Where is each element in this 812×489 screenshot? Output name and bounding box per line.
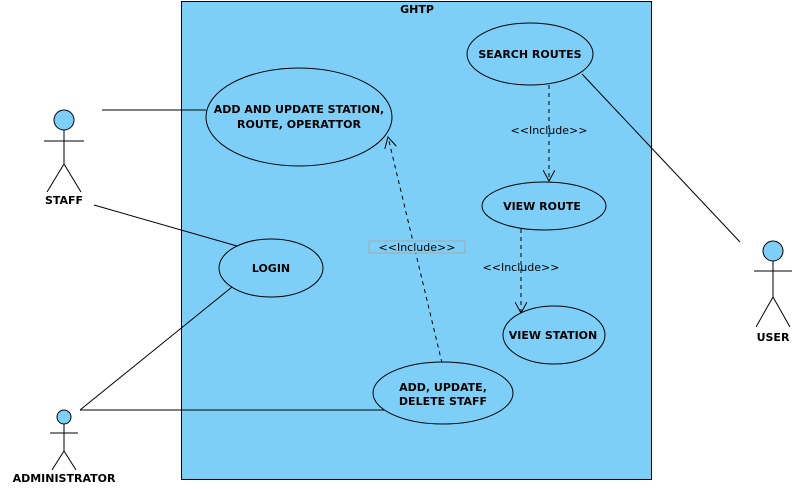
use-case-view-route[interactable]: VIEW ROUTE xyxy=(481,181,607,231)
actor-administrator[interactable]: ADMINISTRATOR xyxy=(13,409,116,485)
association-staff-login xyxy=(93,204,238,247)
use-case-add-update-delete-staff[interactable]: ADD, UPDATE, DELETE STAFF xyxy=(372,361,514,425)
association-user-search-routes xyxy=(581,73,741,243)
actor-head xyxy=(53,109,75,131)
actor-staff[interactable]: STAFF xyxy=(44,109,84,207)
use-case-label: LOGIN xyxy=(252,262,290,275)
use-case-label-line-1: ADD, UPDATE, xyxy=(399,381,487,394)
actor-user[interactable]: USER xyxy=(754,240,792,344)
actor-head xyxy=(762,240,784,262)
include-arrow-staff-to-station xyxy=(388,137,443,364)
include-label-view-route-to-station: <<Include>> xyxy=(483,261,560,274)
use-case-add-update-station[interactable]: ADD AND UPDATE STATION, ROUTE, OPERATTOR xyxy=(205,67,393,167)
use-case-label-line-1: ADD AND UPDATE STATION, xyxy=(214,103,384,116)
use-case-label: SEARCH ROUTES xyxy=(478,48,581,61)
use-case-login[interactable]: LOGIN xyxy=(218,238,324,298)
actor-head xyxy=(56,409,72,425)
use-case-label: VIEW STATION xyxy=(509,329,597,342)
use-case-label-line-2: ROUTE, OPERATTOR xyxy=(237,118,361,131)
include-label-search-to-view-route: <<Include>> xyxy=(511,124,588,137)
include-label-staff-to-station: <<Include>> xyxy=(379,241,456,254)
use-case-view-station[interactable]: VIEW STATION xyxy=(502,305,606,365)
actor-label: USER xyxy=(757,331,790,344)
system-boundary-title: GHTP xyxy=(400,3,434,16)
include-label-box xyxy=(368,240,466,254)
association-administrator-login xyxy=(79,286,233,411)
use-case-label-line-2: DELETE STAFF xyxy=(399,395,487,408)
use-case-search-routes[interactable]: SEARCH ROUTES xyxy=(466,22,594,86)
actor-label: ADMINISTRATOR xyxy=(13,472,116,485)
use-case-label: VIEW ROUTE xyxy=(503,200,581,213)
actor-label: STAFF xyxy=(45,194,83,207)
